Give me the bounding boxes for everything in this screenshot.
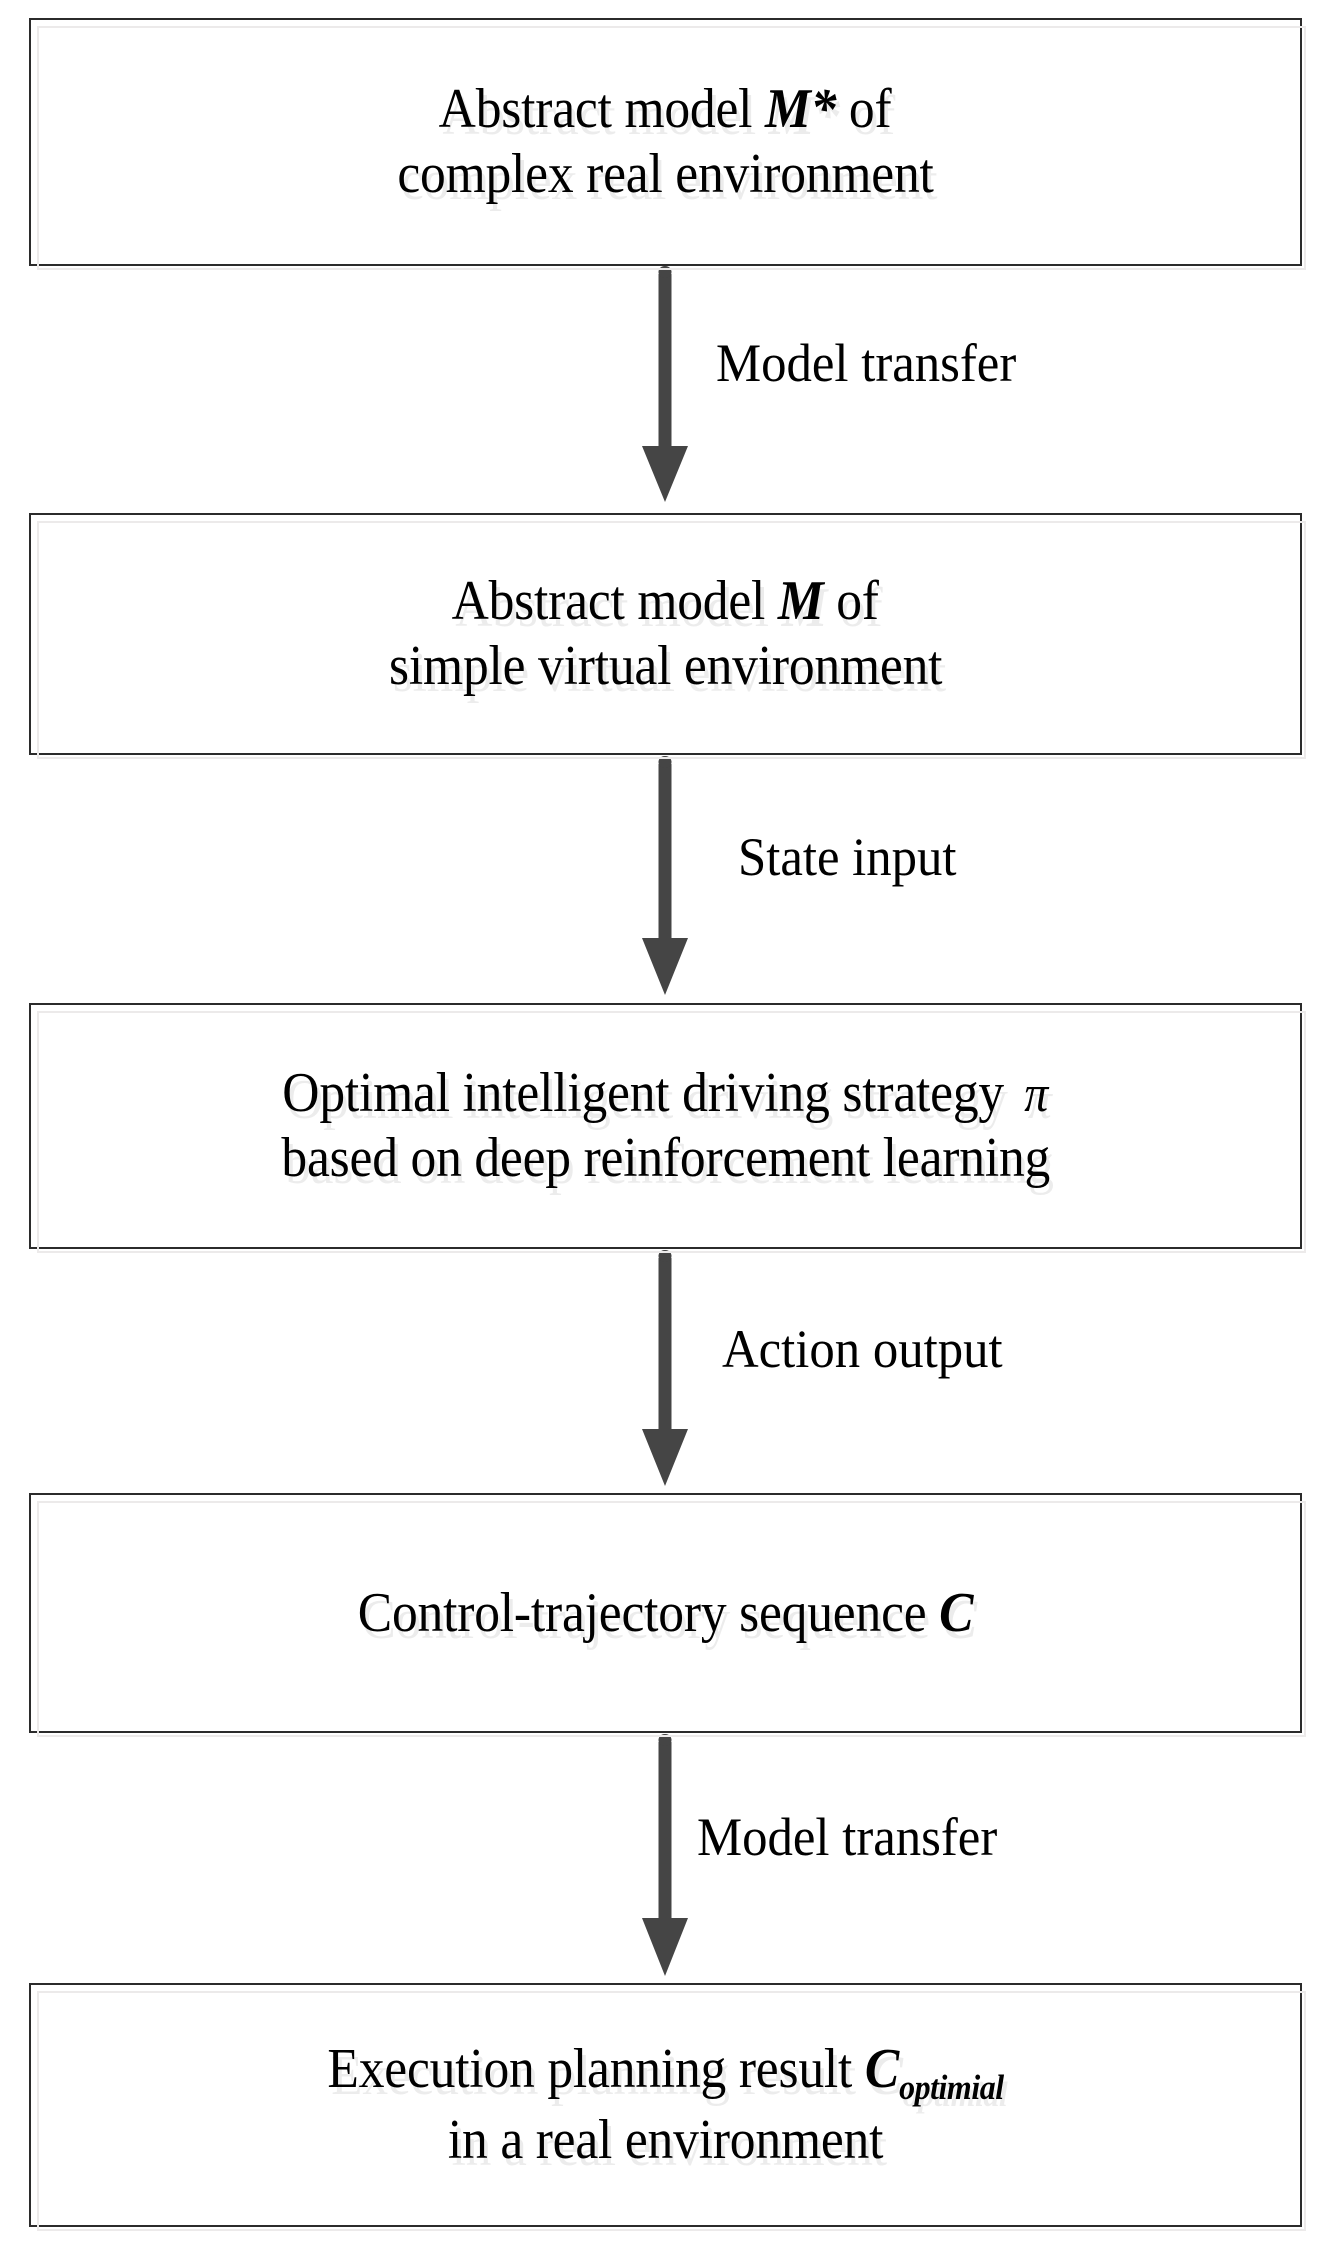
- edge-model-transfer-1: Model transfer: [0, 262, 1340, 512]
- node-text-line: complex real environment: [397, 143, 934, 205]
- node-text-line: Abstract model M* of: [439, 78, 892, 141]
- node-text-line: Abstract model M of: [451, 570, 880, 633]
- edge-label: Model transfer: [697, 1807, 998, 1867]
- edge-label: State input: [738, 827, 957, 887]
- symbol-m: M: [778, 570, 824, 633]
- node-text-line: in a real environment: [447, 2109, 884, 2172]
- down-arrow-icon: [642, 1734, 688, 1976]
- symbol-c: C: [939, 1581, 974, 1644]
- edge-model-transfer-2: Model transfer: [0, 1730, 1340, 1983]
- edge-action-output: Action output: [0, 1246, 1340, 1493]
- node-text-line: Control-trajectory sequence C: [357, 1581, 974, 1644]
- down-arrow-icon: [642, 756, 688, 995]
- down-arrow-icon: [642, 266, 688, 502]
- node-execution-planning: Execution planning result Coptimial in a…: [29, 1983, 1306, 2231]
- down-arrow-icon: [642, 1250, 688, 1486]
- symbol-c-subscript: optimial: [899, 2067, 1004, 2107]
- node-text-line: Execution planning result Coptimial: [327, 2037, 1004, 2107]
- symbol-pi: π: [1024, 1066, 1049, 1124]
- node-control-trajectory: Control-trajectory sequence C: [29, 1493, 1306, 1737]
- edge-state-input: State input: [0, 752, 1340, 1003]
- node-abstract-model-virtual: Abstract model M of simple virtual envir…: [29, 513, 1306, 759]
- symbol-c: C: [864, 2037, 900, 2100]
- node-text-line: based on deep reinforcement learning: [281, 1127, 1050, 1189]
- edge-label: Action output: [722, 1319, 1003, 1379]
- symbol-m-star: M*: [765, 78, 837, 141]
- edge-label: Model transfer: [716, 333, 1017, 393]
- node-abstract-model-real: Abstract model M* of complex real enviro…: [29, 18, 1306, 270]
- node-text-line: simple virtual environment: [388, 635, 943, 697]
